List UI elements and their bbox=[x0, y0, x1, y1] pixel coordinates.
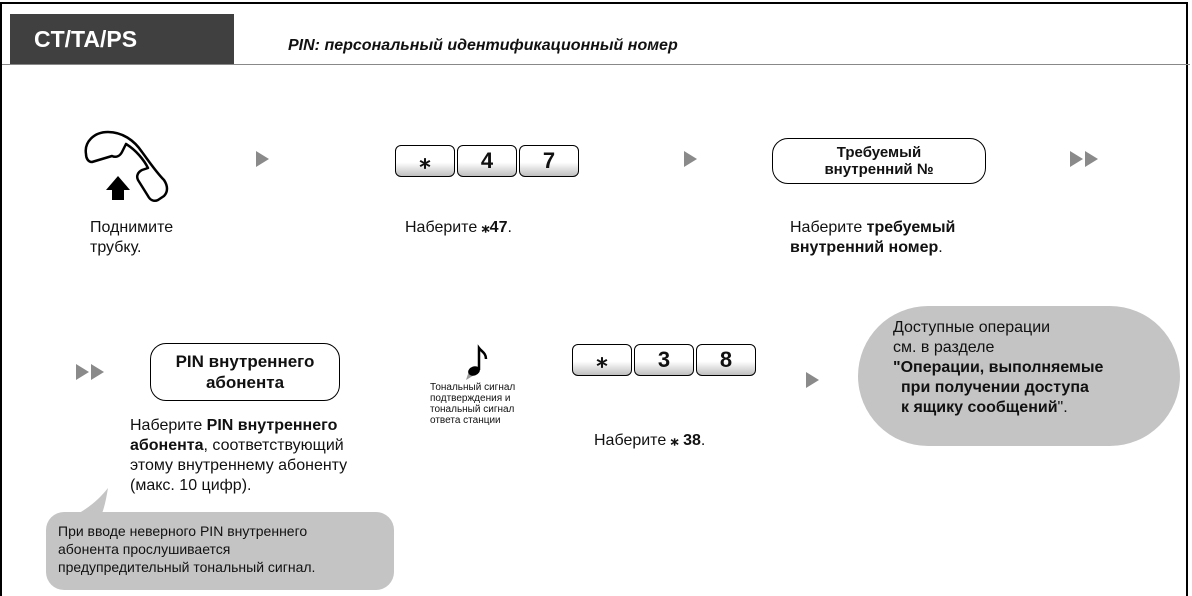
continue-arrow-icon bbox=[76, 364, 89, 380]
warning-line1: При вводе неверного PIN внутреннего bbox=[58, 523, 308, 539]
pin-box-line2: абонента bbox=[205, 373, 285, 392]
key-4-label: 4 bbox=[480, 148, 494, 173]
key-8-label: 8 bbox=[719, 347, 733, 372]
step-extension-prefix: Наберите bbox=[790, 219, 867, 236]
key-3: 3 bbox=[634, 344, 694, 376]
operations-note-bubble bbox=[858, 306, 1180, 446]
page-subtitle: PIN: персональный идентификационный номе… bbox=[288, 37, 678, 54]
mode-label: CT/TA/PS bbox=[34, 25, 138, 52]
warning-line2: абонента прослушивается bbox=[58, 541, 231, 557]
keypad-38: ⁎ 3 8 bbox=[572, 344, 762, 376]
operations-line1: Доступные операции bbox=[893, 319, 1051, 336]
key-star: ⁎ bbox=[572, 344, 632, 376]
key-star-label: ⁎ bbox=[596, 347, 608, 372]
step-extension-suffix: . bbox=[938, 239, 943, 256]
step-lift-line1: Поднимите bbox=[90, 219, 174, 236]
operations-bold1: "Операции, выполняемые bbox=[893, 359, 1104, 376]
step-lift-line2: трубку. bbox=[90, 239, 142, 256]
key-4: 4 bbox=[457, 145, 517, 177]
mode-tab: CT/TA/PS bbox=[10, 14, 234, 64]
handset-off-hook-icon bbox=[78, 128, 173, 203]
step-extension-bold2: внутренний номер bbox=[790, 239, 939, 256]
next-arrow-icon bbox=[256, 151, 269, 167]
step-dial47-suffix: . bbox=[507, 219, 512, 236]
step-dial47-text: Наберите ⁎47. bbox=[405, 218, 512, 238]
key-star-label: ⁎ bbox=[419, 148, 431, 173]
key-7: 7 bbox=[519, 145, 579, 177]
warning-line3: предупредительный тональный сигнал. bbox=[58, 559, 316, 575]
warning-bubble-tail bbox=[70, 488, 108, 518]
key-star: ⁎ bbox=[395, 145, 455, 177]
header-bar: CT/TA/PS PIN: персональный идентификацио… bbox=[2, 4, 1190, 65]
step-pin-bold1: PIN внутреннего bbox=[206, 417, 338, 434]
operations-line2: см. в разделе bbox=[893, 339, 995, 356]
extension-box-line2: внутренний № bbox=[824, 161, 934, 178]
tone-description: Тональный сигнал подтверждения и тональн… bbox=[430, 382, 515, 426]
operations-end: ". bbox=[1057, 399, 1068, 416]
keypad-47: ⁎ 4 7 bbox=[395, 145, 585, 177]
step-dial47-prefix: Наберите bbox=[405, 219, 482, 236]
step-pin-text: Наберите PIN внутреннего абонента, соотв… bbox=[130, 416, 347, 496]
warning-note-text: При вводе неверного PIN внутреннего абон… bbox=[58, 522, 315, 576]
tone-line3: тональный сигнал bbox=[430, 404, 515, 415]
extension-pin-box: PIN внутреннего абонента bbox=[150, 343, 340, 401]
step-pin-line3: этому внутреннему абоненту bbox=[130, 457, 348, 474]
continue-arrow-icon bbox=[91, 364, 104, 380]
key-8: 8 bbox=[696, 344, 756, 376]
next-arrow-icon bbox=[684, 151, 697, 167]
tone-line1: Тональный сигнал bbox=[430, 382, 516, 393]
operations-bold3: к ящику сообщений bbox=[901, 399, 1058, 416]
step-dial38-text: Наберите ⁎ 38. bbox=[594, 431, 705, 451]
pin-box-line1: PIN внутреннего bbox=[175, 352, 315, 371]
step-dial47-code: ⁎47 bbox=[481, 219, 508, 236]
extension-box-line1: Требуемый bbox=[836, 144, 922, 161]
operations-note-text: Доступные операции см. в разделе "Операц… bbox=[893, 318, 1103, 418]
tone-line4: ответа станции bbox=[430, 415, 501, 426]
key-7-label: 7 bbox=[542, 148, 556, 173]
step-dial38-suffix: . bbox=[700, 432, 706, 449]
next-arrow-icon bbox=[806, 372, 819, 388]
step-dial38-code: ⁎ 38 bbox=[670, 432, 701, 449]
operations-bold2: при получении доступа bbox=[901, 379, 1089, 396]
continue-arrow-icon bbox=[1085, 151, 1098, 167]
tone-line2: подтверждения и bbox=[430, 393, 511, 404]
step-dial38-prefix: Наберите bbox=[594, 432, 671, 449]
step-extension-bold1: требуемый bbox=[866, 219, 956, 236]
step-pin-rest1: , соответствующий bbox=[203, 437, 344, 454]
step-pin-line4: (макс. 10 цифр). bbox=[130, 477, 252, 494]
warning-note-bubble bbox=[46, 512, 394, 590]
step-lift-text: Поднимите трубку. bbox=[90, 218, 173, 258]
music-note-icon bbox=[462, 344, 492, 380]
step-pin-prefix: Наберите bbox=[130, 417, 207, 434]
continue-arrow-icon bbox=[1070, 151, 1083, 167]
step-pin-bold2: абонента bbox=[130, 437, 204, 454]
key-3-label: 3 bbox=[657, 347, 671, 372]
step-extension-text: Наберите требуемый внутренний номер. bbox=[790, 218, 955, 258]
